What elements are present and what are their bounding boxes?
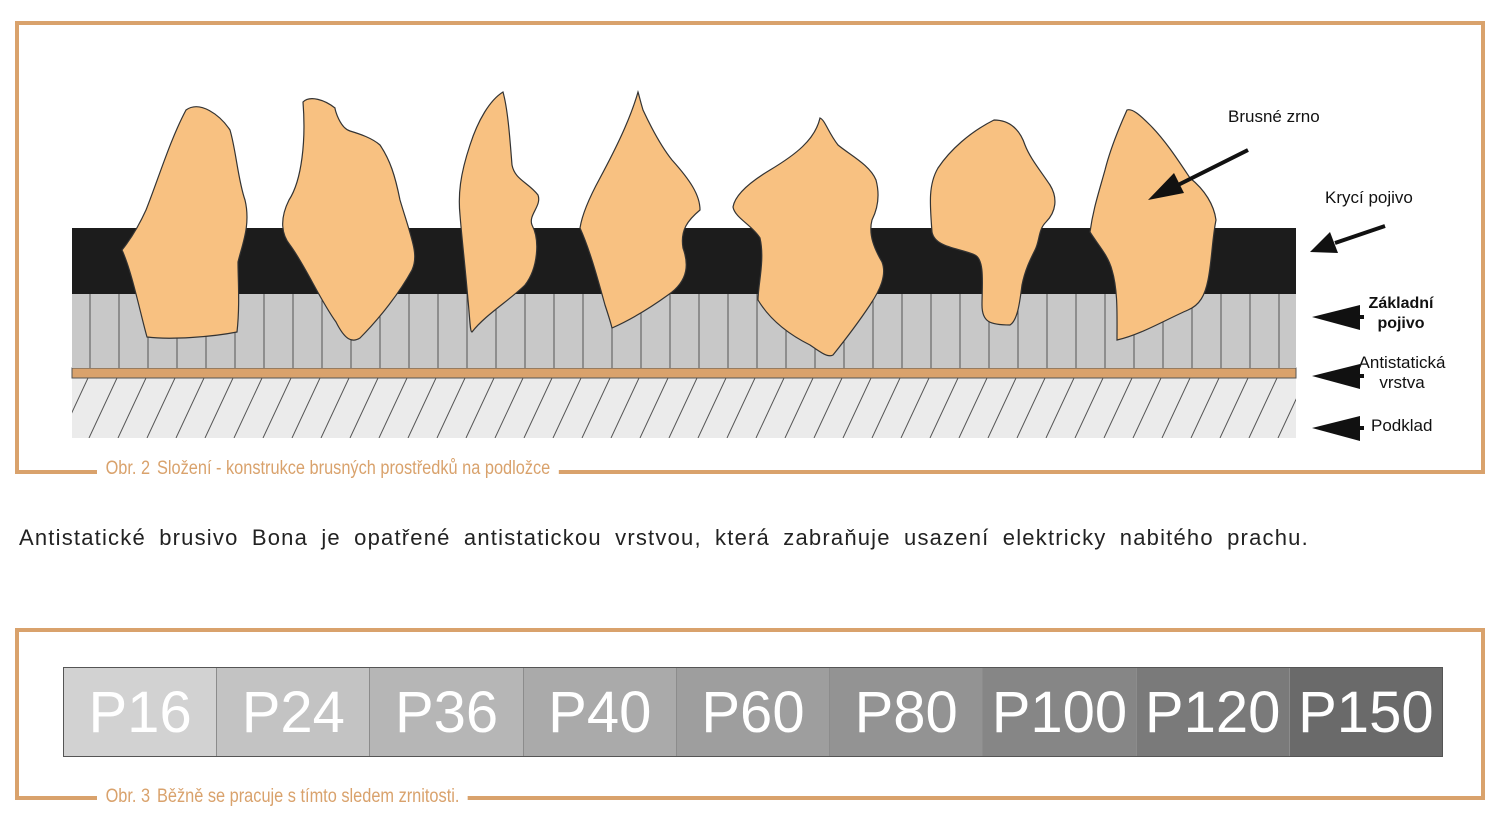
hatch-line	[494, 378, 524, 438]
base-binder-label: Základní pojivo	[1349, 294, 1453, 334]
hatch-line	[465, 378, 495, 438]
grit-cell-p150: P150	[1289, 668, 1442, 756]
hatch-line	[523, 378, 553, 438]
substrate-hatching	[72, 378, 1296, 438]
figure-2-caption-text: Složení - konstrukce brusných prostředků…	[156, 458, 551, 479]
hatch-line	[436, 378, 466, 438]
cover-arrow-line	[1334, 224, 1386, 245]
abrasive-cross-section-diagram	[71, 89, 1386, 441]
hatch-line	[842, 378, 872, 438]
grain-7	[1089, 109, 1217, 341]
base-binder-label-line1: Základní	[1368, 295, 1434, 312]
figure-2-frame	[15, 21, 1485, 474]
base-binder-label-line2: pojivo	[1377, 315, 1425, 332]
hatch-line	[1132, 378, 1162, 438]
figure-3-number: Obr. 3	[105, 786, 151, 807]
hatch-line	[581, 378, 611, 438]
hatch-line	[320, 378, 350, 438]
hatch-line	[900, 378, 930, 438]
hatch-line	[784, 378, 814, 438]
figure-3-frame	[15, 628, 1485, 800]
hatch-line	[262, 378, 292, 438]
hatch-line	[987, 378, 1017, 438]
hatch-line	[1161, 378, 1191, 438]
hatch-line	[552, 378, 582, 438]
body-paragraph: Antistatické brusivo Bona je opatřené an…	[19, 525, 1309, 550]
grain-arrowhead	[1148, 173, 1184, 200]
hatch-line	[929, 378, 959, 438]
hatch-line	[813, 378, 843, 438]
grit-cell-p120: P120	[1136, 668, 1290, 756]
hatch-line	[146, 378, 176, 438]
grain-1	[121, 106, 248, 339]
hatch-line	[291, 378, 321, 438]
grain-3	[458, 91, 540, 333]
hatch-line	[1103, 378, 1133, 438]
hatch-line	[1045, 378, 1075, 438]
hatch-line	[349, 378, 379, 438]
hatch-line	[1248, 378, 1278, 438]
grit-cell-p40: P40	[523, 668, 677, 756]
grit-cell-p16: P16	[64, 668, 218, 756]
hatch-line	[407, 378, 437, 438]
cover-arrowhead	[1310, 232, 1338, 253]
antistatic-arrowhead	[1312, 364, 1360, 389]
hatch-line	[72, 378, 89, 414]
grit-cell-p100: P100	[983, 668, 1137, 756]
grain-2	[282, 98, 416, 341]
grit-cell-p24: P24	[217, 668, 371, 756]
substrate-layer	[72, 378, 1296, 438]
hatch-line	[697, 378, 727, 438]
substrate-arrowhead	[1312, 416, 1360, 441]
hatch-line	[1016, 378, 1046, 438]
hatch-line	[1277, 398, 1296, 438]
hatch-line	[639, 378, 669, 438]
antistatic-label-line2: vrstva	[1379, 373, 1425, 392]
base-arrowhead	[1312, 305, 1360, 330]
hatch-line	[117, 378, 147, 438]
grain-4	[579, 89, 701, 329]
hatch-line	[1219, 378, 1249, 438]
grit-cell-p80: P80	[830, 668, 984, 756]
hatch-line	[871, 378, 901, 438]
hatch-line	[378, 378, 408, 438]
cover-binder-label: Krycí pojivo	[1325, 188, 1413, 207]
grit-cell-p36: P36	[370, 668, 524, 756]
base-binder-layer	[72, 294, 1296, 368]
grain-6	[929, 119, 1056, 326]
hatch-line	[726, 378, 756, 438]
hatch-line	[958, 378, 988, 438]
figure-2-number: Obr. 2	[105, 458, 151, 479]
substrate-label: Podklad	[1371, 416, 1433, 435]
hatch-line	[610, 378, 640, 438]
figure-3-caption-text: Běžně se pracuje s tímto sledem zrnitost…	[156, 786, 460, 807]
hatch-line	[175, 378, 205, 438]
hatch-line	[668, 378, 698, 438]
hatch-line	[204, 378, 234, 438]
grain-5	[732, 117, 885, 357]
hatch-line	[1074, 378, 1104, 438]
antistatic-label: Antistatická vrstva	[1352, 353, 1452, 393]
hatch-line	[233, 378, 263, 438]
antistatic-label-line1: Antistatická	[1358, 353, 1446, 372]
hatch-line	[755, 378, 785, 438]
grain-label: Brusné zrno	[1228, 107, 1320, 126]
antistatic-layer	[71, 367, 1297, 379]
grain-arrow-line	[1171, 148, 1249, 190]
hatch-line	[88, 378, 118, 438]
hatch-line	[1190, 378, 1220, 438]
grit-cell-p60: P60	[676, 668, 831, 756]
